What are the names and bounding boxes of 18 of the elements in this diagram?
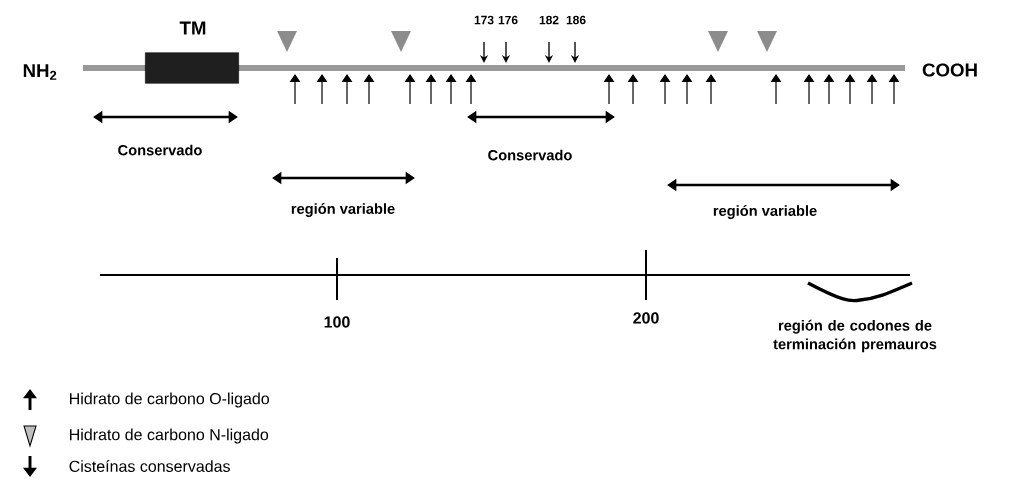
legend-text: Hidrato de carbono O-ligado	[70, 392, 269, 408]
node-label: TM	[179, 21, 206, 35]
region-label: Conservado	[488, 149, 572, 161]
terminus-label: NH$_{2}$	[23, 64, 57, 80]
scale-label: 200	[633, 312, 659, 324]
terminus-label: COOH	[922, 63, 977, 77]
scale-label: 100	[324, 316, 350, 328]
residue-number: 186	[566, 15, 586, 25]
transmembrane-box: TM	[145, 21, 239, 84]
region-label: región variable	[291, 203, 395, 217]
residue-number: 176	[498, 15, 518, 25]
region-label: Conservado	[118, 144, 202, 156]
residue-number: 173	[474, 15, 494, 25]
legend-text: Cisteínas conservadas	[69, 460, 230, 472]
legend-text: Hidrato de carbono N-ligado	[70, 428, 269, 444]
region-label: región variable	[713, 205, 817, 219]
residue-number: 182	[539, 15, 559, 25]
region-label: región de codones de terminación premauros	[773, 319, 937, 353]
